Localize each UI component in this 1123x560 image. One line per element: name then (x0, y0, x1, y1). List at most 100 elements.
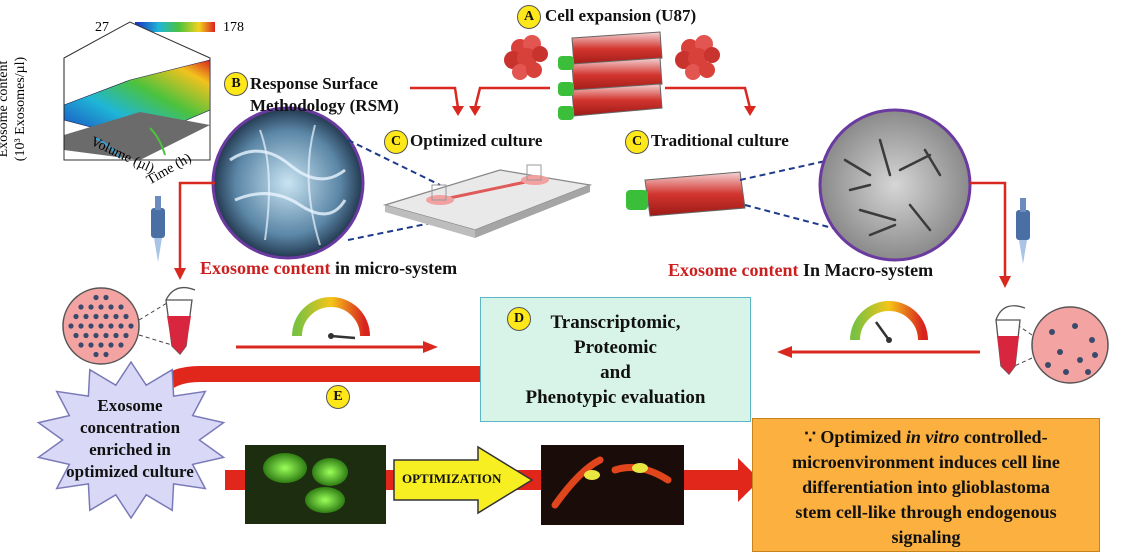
exosome-dot (118, 304, 124, 310)
optimized-culture-label: Optimized culture (410, 131, 543, 150)
exosome-dot (123, 313, 129, 320)
exosome-dot (118, 342, 124, 348)
pipette-right (1016, 198, 1030, 264)
exosome-dot (98, 304, 104, 310)
top-arrows (410, 86, 752, 109)
evaluation-line-4: Phenotypic evaluation (525, 387, 706, 408)
exosome-dish-right (1031, 306, 1109, 384)
macro-system-label: Exosome content In Macro-system (668, 260, 933, 281)
conclusion-line-1: ∵ Optimized in vitro controlled- (753, 425, 1099, 450)
badge-c-traditional: C (625, 130, 649, 154)
traditional-flask (626, 171, 746, 217)
fluorescence-image-before (245, 445, 386, 524)
conclusion-box: ∵ Optimized in vitro controlled- microen… (752, 418, 1100, 552)
evaluation-line-1: Transcriptomic, (550, 312, 681, 333)
micro-rest: in micro-system (330, 258, 458, 278)
exosome-dot (78, 304, 84, 310)
star-line-2: concentration (79, 418, 181, 437)
exosome-dot (98, 342, 104, 348)
exosome-dot (103, 294, 109, 301)
microfluidic-chip (382, 164, 593, 238)
flask-stack (558, 31, 663, 120)
cell-cluster-right (675, 35, 720, 80)
exosome-dots-dense (68, 294, 134, 358)
exosome-dot (83, 332, 89, 339)
evaluation-line-2: Proteomic (574, 337, 657, 358)
badge-b: B (224, 72, 248, 96)
cell-expansion-label: Cell expansion (U87) (545, 6, 697, 25)
rsm-label-line1: Response Surface (250, 74, 378, 93)
star-line-1: Exosome (97, 396, 163, 415)
colorbar-min-label: 27 (95, 20, 109, 35)
conclusion-line-5: signaling (891, 527, 961, 547)
exosome-dot (103, 332, 109, 339)
conclusion-rest: controlled- (959, 427, 1048, 447)
exosome-dot (113, 332, 119, 339)
exosome-dot (93, 313, 99, 320)
conclusion-italic: in vitro (905, 427, 960, 447)
exosome-dot (93, 332, 99, 339)
contour-floor (64, 112, 210, 160)
conclusion-line-4: stem cell-like through endogenous (795, 502, 1057, 522)
exosome-dot (78, 323, 84, 329)
badge-d: D (507, 307, 531, 331)
y-axis-label: Exosome content (10³ Exosomes/µl) (0, 39, 29, 179)
exosome-dot (113, 313, 119, 320)
traditional-culture-label: Traditional culture (651, 131, 789, 150)
exosome-dot (68, 323, 74, 329)
colorbar (135, 22, 215, 32)
macro-highlight: Exosome content (668, 260, 799, 280)
bottom-arrow-head (738, 458, 760, 502)
exosome-dot (108, 342, 114, 348)
badge-c-optimized: C (384, 130, 408, 154)
rsm-label-line2: Methodology (RSM) (250, 96, 399, 115)
conclusion-lead: Optimized (815, 427, 906, 447)
fluorescence-image-after (541, 445, 684, 525)
enrichment-star (36, 360, 226, 520)
y-axis-label-line1: Exosome content (0, 60, 11, 158)
conclusion-line-2: microenvironment induces cell line (792, 452, 1060, 472)
y-axis-label-line2: (10³ Exosomes/µl) (13, 56, 28, 162)
tube-right (995, 305, 1026, 375)
conclusion-line-3: differentiation into glioblastoma (802, 477, 1050, 497)
exosome-dot (123, 332, 129, 339)
macro-image (818, 108, 972, 262)
tube-left (165, 286, 196, 355)
exosome-dot (78, 342, 84, 348)
micro-image (211, 106, 365, 260)
optimization-arrow (393, 445, 534, 515)
pipette-left (151, 196, 165, 262)
exosome-dot (128, 323, 134, 329)
exosome-dot (93, 351, 99, 358)
exosome-dot (88, 304, 94, 310)
gauge-right (850, 301, 928, 343)
evaluation-line-3: and (600, 362, 631, 383)
badge-e: E (326, 385, 350, 409)
optimization-label: OPTIMIZATION (402, 471, 502, 486)
exosome-dot (93, 294, 99, 301)
macro-rest: In Macro-system (798, 260, 934, 280)
star-line-4: optimized culture (66, 462, 194, 481)
colorbar-max-label: 178 (223, 20, 244, 35)
exosome-dot (73, 332, 79, 339)
enrichment-star-text: Exosome concentration enriched in optimi… (52, 395, 208, 483)
exosome-dot (83, 313, 89, 320)
exosome-dot (103, 351, 109, 358)
exosome-dot (98, 323, 104, 329)
micro-highlight: Exosome content (200, 258, 331, 278)
cell-cluster-left (504, 35, 548, 80)
exosome-dot (108, 323, 114, 329)
exosome-dot (88, 342, 94, 348)
exosome-dot (108, 304, 114, 310)
exosome-dot (103, 313, 109, 320)
gauge-left (292, 297, 370, 340)
feedback-arrow (151, 366, 480, 397)
exosome-dot (118, 323, 124, 329)
because-symbol: ∵ (804, 427, 816, 447)
star-line-3: enriched in (89, 440, 171, 459)
badge-a: A (517, 5, 541, 29)
micro-system-label: Exosome content in micro-system (200, 258, 457, 279)
exosome-dot (73, 313, 79, 320)
rsm-label: Response Surface Methodology (RSM) (250, 73, 399, 117)
